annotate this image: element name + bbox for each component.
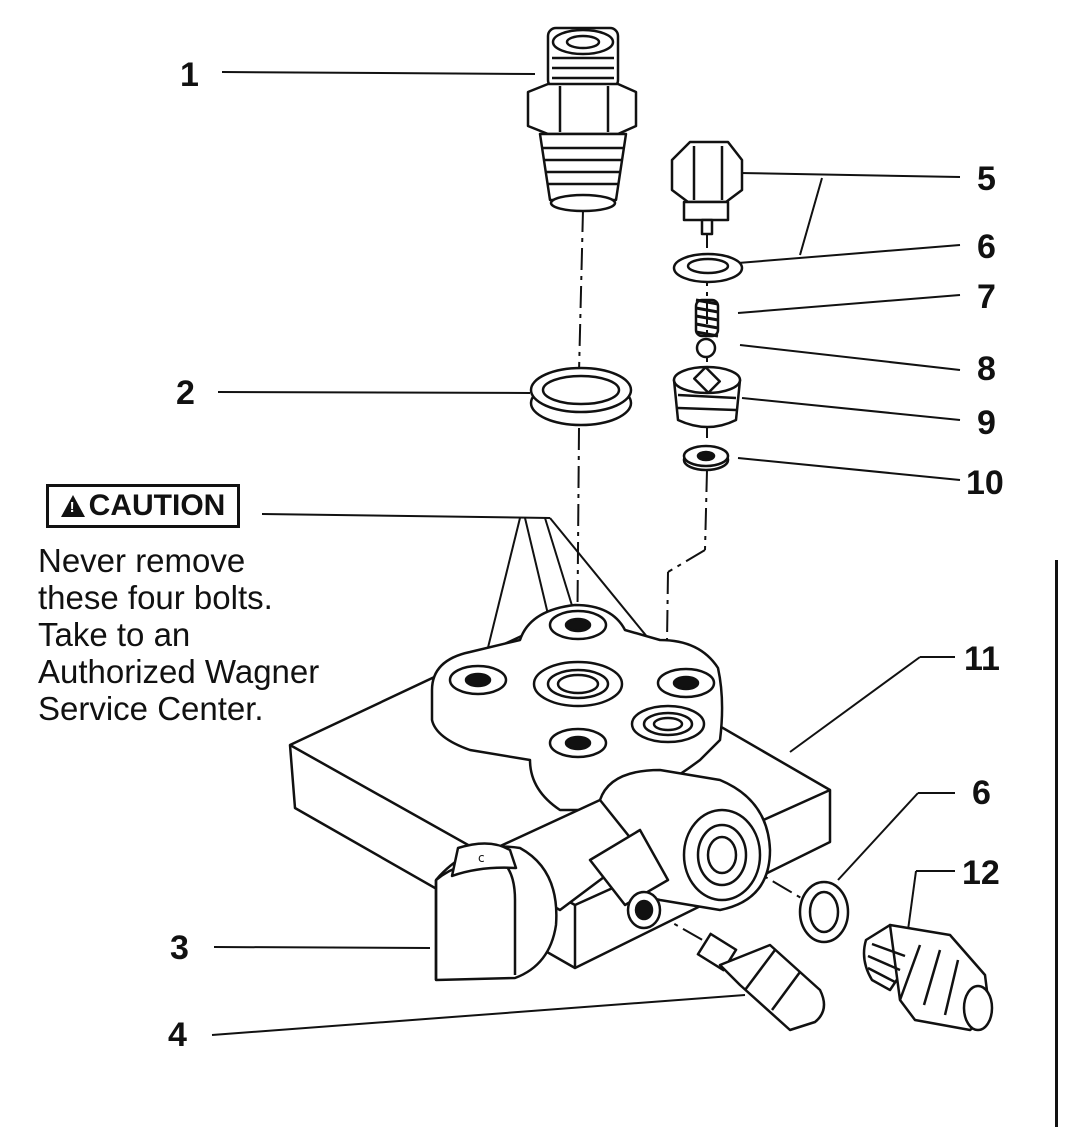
caution-text: Never remove these four bolts. Take to a… <box>38 542 368 727</box>
part-10-washer-bottom <box>682 444 730 472</box>
part-12-adapter <box>862 923 994 1032</box>
callout-5: 5 <box>977 160 996 198</box>
callout-1: 1 <box>180 56 199 94</box>
caution-line: these four bolts. <box>38 579 273 616</box>
page-edge-rule <box>1055 560 1058 1127</box>
svg-text:c: c <box>478 851 485 865</box>
callout-10: 10 <box>966 464 1004 502</box>
callout-12: 12 <box>962 854 1000 892</box>
callout-4: 4 <box>168 1016 187 1054</box>
part-11-manifold <box>288 603 832 970</box>
part-2-ring <box>529 366 633 427</box>
part-1-fitting <box>526 26 638 213</box>
callout-6-lower: 6 <box>972 774 991 812</box>
callout-11: 11 <box>964 640 1000 678</box>
part-4-nozzle <box>696 932 826 1032</box>
caution-line: Never remove <box>38 542 246 579</box>
caution-label: CAUTION <box>46 484 240 528</box>
callout-6: 6 <box>977 228 996 266</box>
part-7-spring <box>694 298 720 338</box>
part-6-washer-lower <box>798 880 850 944</box>
callout-2: 2 <box>176 374 195 412</box>
part-5-cap <box>670 140 744 236</box>
warning-icon <box>60 495 85 517</box>
part-9-seat <box>672 365 742 429</box>
callout-3: 3 <box>170 929 189 967</box>
caution-label-text: CAUTION <box>88 489 226 522</box>
part-3-knob: c <box>434 842 558 982</box>
part-6-washer-top <box>672 252 744 284</box>
part-8-ball <box>695 337 717 359</box>
callout-9: 9 <box>977 404 996 442</box>
caution-line: Service Center. <box>38 690 264 727</box>
callout-7: 7 <box>977 278 996 316</box>
callout-8: 8 <box>977 350 996 388</box>
caution-line: Take to an <box>38 616 191 653</box>
caution-line: Authorized Wagner <box>38 653 320 690</box>
